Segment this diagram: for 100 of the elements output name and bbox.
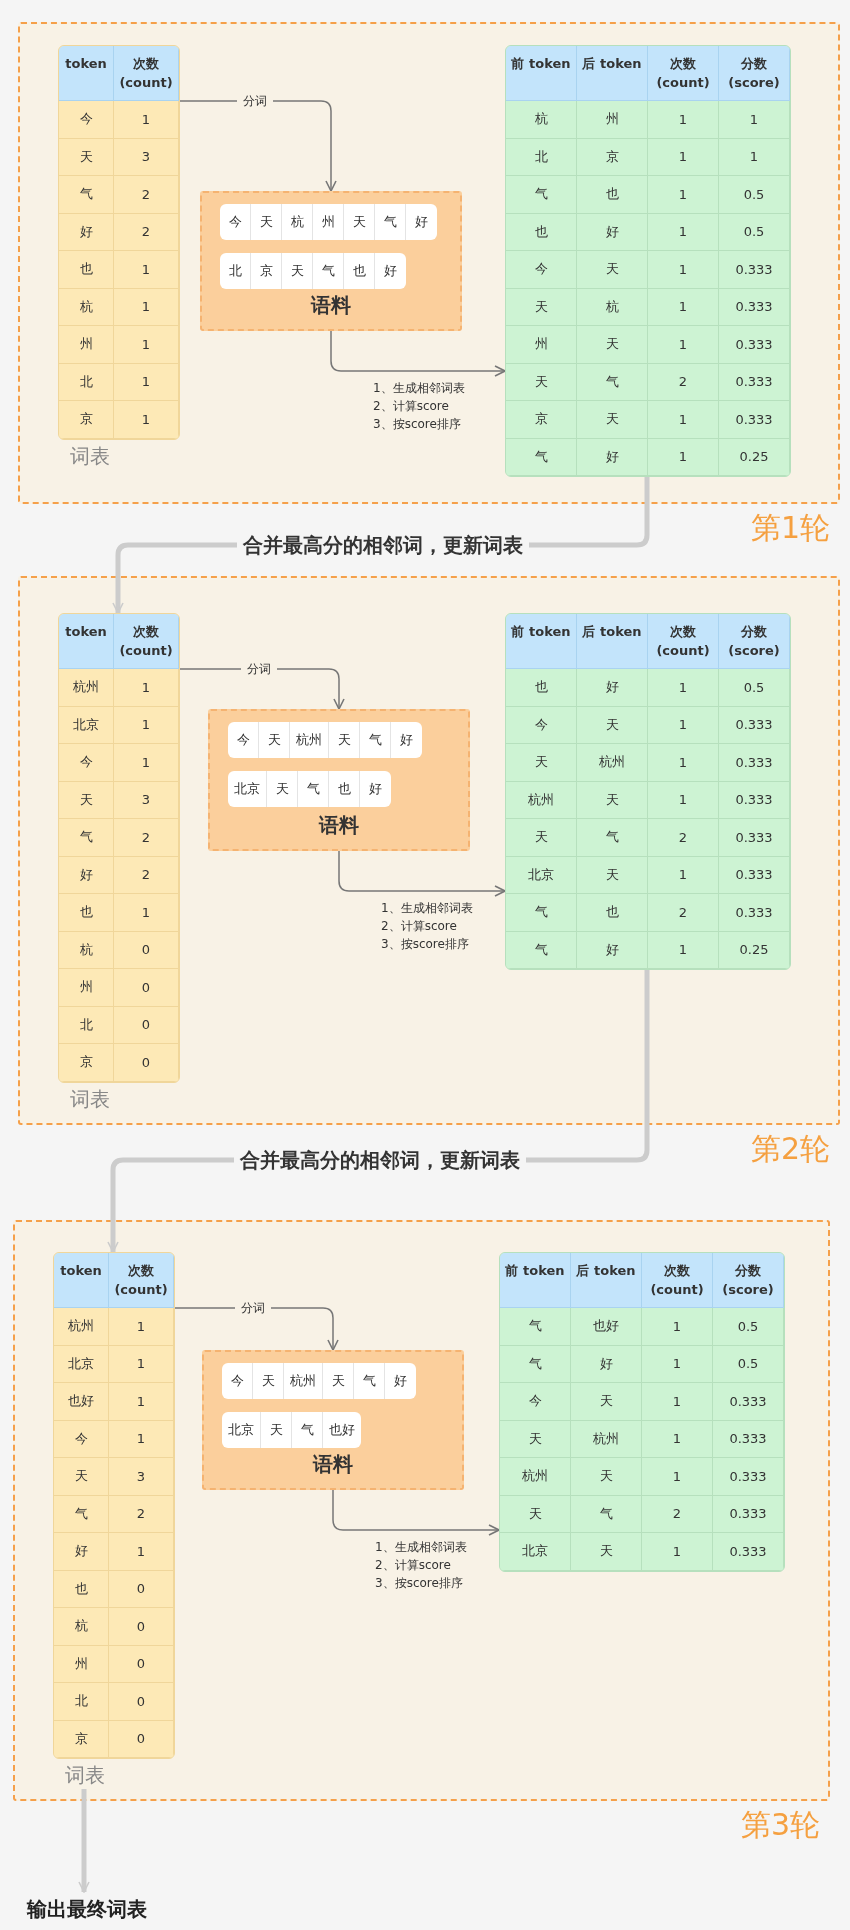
table-cell: 气 [571, 1495, 642, 1533]
table-cell: 1 [648, 251, 719, 289]
table-cell: 1 [109, 1308, 174, 1346]
table-cell: 0.333 [713, 1458, 784, 1496]
table-cell: 也 [506, 669, 577, 707]
table-cell: 0.333 [719, 819, 790, 857]
table-cell: 京 [506, 401, 577, 439]
table-cell: 0 [109, 1645, 174, 1683]
table-cell: 0 [109, 1608, 174, 1646]
table-cell: 1 [109, 1383, 174, 1421]
table-cell: 0.333 [713, 1495, 784, 1533]
table-cell: 好 [571, 1345, 642, 1383]
round-label: 第2轮 [750, 1130, 830, 1168]
token-cell-text: 好 [393, 1372, 408, 1390]
table-cell: 气 [506, 894, 577, 932]
corpus-box [208, 709, 470, 851]
token-cell: 天 [323, 1363, 354, 1399]
step-text: 3、按score排序 [373, 416, 461, 433]
step-text: 2、计算score [381, 918, 457, 935]
table-caption: 词表 [65, 1762, 105, 1789]
step-text: 3、按score排序 [381, 936, 469, 953]
table-cell: 0.333 [719, 856, 790, 894]
table-header-cell: 次数 (count) [114, 614, 179, 669]
token-cell: 也 [344, 253, 375, 289]
table-cell: 京 [59, 1044, 114, 1082]
table-cell: 0.333 [719, 251, 790, 289]
table-cell: 0.333 [713, 1533, 784, 1571]
table-cell: 好 [54, 1533, 109, 1571]
table-cell: 州 [577, 101, 648, 139]
table-cell: 天 [577, 856, 648, 894]
table-cell: 1 [648, 706, 719, 744]
table-cell: 气 [506, 438, 577, 476]
round-label: 第3轮 [740, 1806, 820, 1844]
token-row [228, 722, 422, 758]
table-cell: 北 [59, 1006, 114, 1044]
table-cell: 北京 [506, 856, 577, 894]
table-cell: 0.333 [719, 326, 790, 364]
table-header-cell: 分数 (score) [719, 614, 790, 669]
table-cell: 2 [114, 819, 179, 857]
table-cell: 0.333 [713, 1420, 784, 1458]
table-cell: 气 [577, 819, 648, 857]
table-cell: 0 [109, 1570, 174, 1608]
table-cell: 1 [648, 101, 719, 139]
table-header-cell: 后 token [571, 1253, 642, 1308]
table-cell: 天 [500, 1420, 571, 1458]
step-text: 1、生成相邻词表 [373, 380, 465, 397]
table-cell: 也 [59, 894, 114, 932]
table-header-cell: 前 token [500, 1253, 571, 1308]
table-cell: 北 [506, 138, 577, 176]
arrow [332, 1489, 500, 1536]
table-cell: 2 [648, 363, 719, 401]
arrow [330, 330, 506, 377]
token-cell: 京 [251, 253, 282, 289]
table-cell: 也 [59, 251, 114, 289]
token-cell-text: 好 [383, 262, 398, 280]
table-cell: 杭州 [571, 1420, 642, 1458]
table-cell: 2 [109, 1495, 174, 1533]
table-cell: 天 [59, 138, 114, 176]
table-cell: 1 [642, 1383, 713, 1421]
table-cell: 1 [648, 438, 719, 476]
table-cell: 好 [59, 856, 114, 894]
table-cell: 天 [577, 251, 648, 289]
table-header-cell: 次数 (count) [648, 46, 719, 101]
table-header-cell: token [59, 614, 114, 669]
table-cell: 京 [59, 401, 114, 439]
table-cell: 天 [577, 781, 648, 819]
table-cell: 0.333 [719, 744, 790, 782]
table-cell: 0 [114, 1006, 179, 1044]
token-cell: 气 [298, 771, 329, 807]
table-cell: 1 [109, 1533, 174, 1571]
table-cell: 0.333 [719, 401, 790, 439]
table-cell: 1 [648, 176, 719, 214]
table-cell: 北京 [54, 1345, 109, 1383]
token-cell: 今 [228, 722, 259, 758]
token-row [220, 204, 437, 240]
table-cell: 气 [59, 819, 114, 857]
table-cell: 天 [506, 288, 577, 326]
corpus-title: 语料 [317, 812, 360, 839]
table-cell: 杭州 [59, 669, 114, 707]
table-cell: 1 [642, 1533, 713, 1571]
table-cell: 1 [648, 288, 719, 326]
table-cell: 天 [571, 1383, 642, 1421]
table-cell: 天 [577, 401, 648, 439]
table-cell: 1 [114, 401, 179, 439]
table-cell: 1 [114, 706, 179, 744]
table-cell: 州 [59, 969, 114, 1007]
table-cell: 0 [114, 1044, 179, 1082]
table-cell: 天 [506, 363, 577, 401]
table-cell: 1 [648, 856, 719, 894]
table-cell: 0 [109, 1683, 174, 1721]
table-cell: 0.5 [719, 176, 790, 214]
table-cell: 1 [114, 363, 179, 401]
table-cell: 1 [109, 1420, 174, 1458]
table-cell: 天 [577, 706, 648, 744]
table-cell: 杭 [59, 288, 114, 326]
table-cell: 0.5 [713, 1345, 784, 1383]
token-cell: 气 [354, 1363, 385, 1399]
table-cell: 气 [500, 1345, 571, 1383]
corpus-box [202, 1350, 464, 1490]
token-row [222, 1412, 361, 1448]
